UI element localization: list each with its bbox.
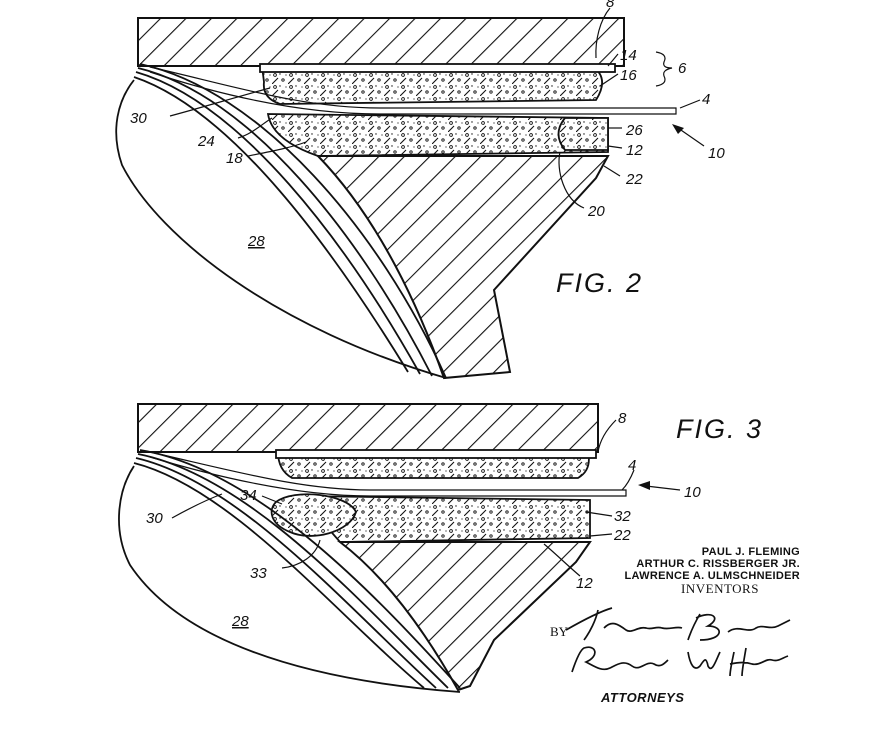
inventor-name: LAWRENCE A. ULMSCHNEIDER xyxy=(624,570,800,582)
arrow3-10 xyxy=(645,485,681,491)
leader-22 xyxy=(603,165,621,177)
leader-4 xyxy=(679,99,701,109)
fig2-ref-8: 8 xyxy=(606,0,615,11)
fig2-ref-30: 30 xyxy=(130,110,147,127)
fig2-curve-a xyxy=(139,63,447,379)
signature-thomas-r-boston xyxy=(565,607,791,641)
leader-12 xyxy=(607,145,623,149)
fig2-curve-c xyxy=(135,71,421,375)
fig3-curve-a xyxy=(139,449,461,689)
fig3-ref-10: 10 xyxy=(684,484,701,501)
figure-3 xyxy=(118,403,627,693)
fig2-lower-pad xyxy=(266,113,609,157)
leader-18 xyxy=(247,141,307,157)
leader-20 xyxy=(558,151,585,209)
fig3-layer-top xyxy=(275,449,597,459)
leader3-33 xyxy=(281,539,321,569)
fig2-ref-12: 12 xyxy=(626,142,643,159)
fig3-labels: 8 4 10 30 34 32 22 33 12 28 FIG. 3 xyxy=(146,410,763,630)
leader-8 xyxy=(595,7,611,59)
fig3-ref-8: 8 xyxy=(618,410,627,427)
fig2-layer-14 xyxy=(259,63,616,73)
signature-robert-w-hampton xyxy=(571,646,789,677)
fig2-title: FIG. 2 xyxy=(556,268,643,298)
inventors-label: INVENTORS xyxy=(681,581,759,596)
fig2-ref-26: 26 xyxy=(625,122,643,139)
fig2-ref-16: 16 xyxy=(620,67,637,84)
fig2-curve-d xyxy=(133,76,409,373)
fig3-curve-b xyxy=(137,453,449,689)
leader-16 xyxy=(599,73,619,87)
fig2-ref-28: 28 xyxy=(247,233,265,250)
leader3-22 xyxy=(589,533,613,537)
fig2-block-22 xyxy=(315,155,610,380)
fig2-ref-14: 14 xyxy=(620,47,637,64)
fig3-tire-outline-28 xyxy=(118,465,461,693)
fig3-ref-12: 12 xyxy=(576,575,593,592)
fig2-ref-6: 6 xyxy=(678,60,687,77)
leader3-30 xyxy=(171,493,223,519)
leader3-8 xyxy=(597,419,617,453)
fig2-leaders xyxy=(169,7,705,209)
arrowhead3-10 xyxy=(638,481,650,490)
arrowhead-10 xyxy=(672,124,684,134)
fig3-ref-4: 4 xyxy=(628,457,636,474)
leader3-34 xyxy=(261,495,283,505)
brace-6 xyxy=(655,51,673,87)
fig3-ref-32: 32 xyxy=(614,508,631,525)
fig3-ref-34: 34 xyxy=(240,487,257,504)
leader3-4 xyxy=(621,469,635,491)
fig2-ref-10: 10 xyxy=(708,145,725,162)
fig2-ref-4: 4 xyxy=(702,91,710,108)
fig3-curve-d xyxy=(133,462,425,689)
fig2-end-pocket-26 xyxy=(557,117,609,151)
fig2-strip-4 xyxy=(149,66,677,115)
leader-14 xyxy=(607,53,619,67)
fig2-block-8 xyxy=(137,17,625,67)
fig2-ref-20: 20 xyxy=(587,203,605,220)
figure-2 xyxy=(115,17,677,380)
fig2-tire-outline-28 xyxy=(115,79,447,379)
fig2-ref-24: 24 xyxy=(197,133,215,150)
fig3-leaders xyxy=(171,419,681,577)
fig3-ref-30: 30 xyxy=(146,510,163,527)
fig3-strip-4 xyxy=(149,451,627,497)
inventor-name: ARTHUR C. RISSBERGER JR. xyxy=(636,558,800,570)
inventors-block: PAUL J. FLEMING ARTHUR C. RISSBERGER JR.… xyxy=(600,546,800,596)
leader-24 xyxy=(237,117,273,139)
attorneys-label: ATTORNEYS xyxy=(601,690,685,705)
fig3-ref-22: 22 xyxy=(613,527,631,544)
fig3-curve-c xyxy=(135,457,437,689)
arrow-10 xyxy=(677,127,705,147)
fig3-ref-33: 33 xyxy=(250,565,267,582)
fig2-ref-22: 22 xyxy=(625,171,643,188)
fig3-title: FIG. 3 xyxy=(676,414,763,444)
fig3-block-8 xyxy=(137,403,599,453)
fig2-ref-18: 18 xyxy=(226,150,243,167)
fig2-curve-b xyxy=(137,67,433,377)
fig3-ref-28: 28 xyxy=(231,613,249,630)
inventor-name: PAUL J. FLEMING xyxy=(701,546,800,558)
leader3-12 xyxy=(543,543,581,577)
leader-30 xyxy=(169,87,271,117)
fig3-block-22 xyxy=(337,541,592,692)
by-label: BY xyxy=(550,624,569,639)
leader3-32 xyxy=(585,511,613,517)
fig2-labels: 8 14 16 6 4 10 30 24 18 26 12 22 20 28 F… xyxy=(130,0,725,298)
